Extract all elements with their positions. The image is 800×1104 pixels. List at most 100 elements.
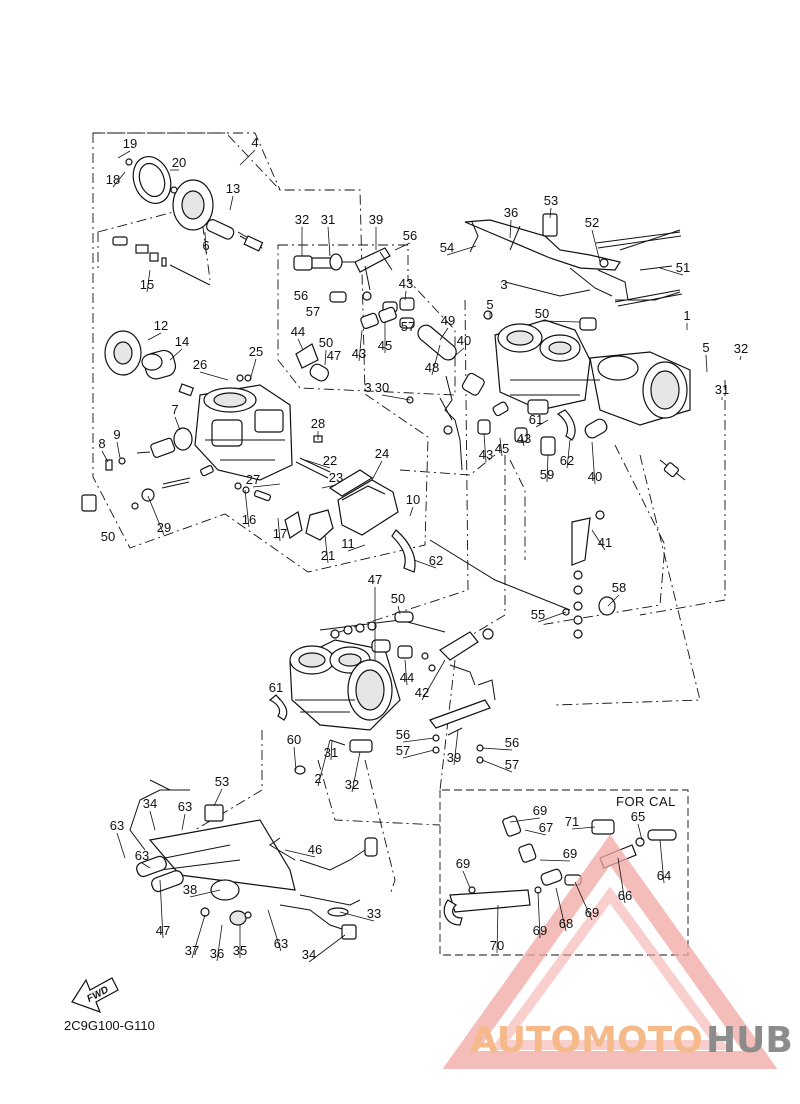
leader-c12 xyxy=(147,332,162,341)
leader-c30 xyxy=(381,394,411,401)
fittings-43-45 xyxy=(329,291,415,330)
leader-c9 xyxy=(116,441,121,459)
throttle-position-sensor-bracket xyxy=(129,779,378,940)
callout-c23: 23 xyxy=(329,470,343,485)
leader-c63c xyxy=(141,862,151,869)
leader-c38 xyxy=(189,889,221,898)
leader-c13 xyxy=(229,195,234,211)
leader-c71 xyxy=(571,826,596,830)
callout-c31c: 31 xyxy=(324,745,338,760)
callout-c33: 33 xyxy=(367,906,381,921)
callout-c29: 29 xyxy=(157,520,171,535)
connecting-leader-lines xyxy=(194,299,726,896)
leader-c62a xyxy=(413,559,437,569)
callout-c19: 19 xyxy=(123,136,137,151)
lower-linkage-42-44-50 xyxy=(319,611,496,729)
leader-c50d xyxy=(397,605,401,615)
callout-c17: 17 xyxy=(273,526,287,541)
leader-c10 xyxy=(409,506,414,517)
callout-c42: 42 xyxy=(415,685,429,700)
leader-c59 xyxy=(546,454,549,483)
leader-c57c xyxy=(402,749,435,759)
callout-c26: 26 xyxy=(193,357,207,372)
leader-c47c xyxy=(159,879,164,939)
callout-c57d: 57 xyxy=(505,757,519,772)
leader-c23 xyxy=(321,484,337,489)
leader-c65 xyxy=(637,823,643,841)
callout-c51: 51 xyxy=(676,260,690,275)
leader-c44a xyxy=(297,338,304,351)
callout-c66: 66 xyxy=(618,888,632,903)
callout-c56c: 56 xyxy=(396,727,410,742)
callout-c31b: 31 xyxy=(715,382,729,397)
callout-c62a: 62 xyxy=(429,553,443,568)
piston-valve-group xyxy=(104,330,195,397)
callout-c39b: 39 xyxy=(447,750,461,765)
carburetor-body-rear xyxy=(194,374,293,481)
callout-c34b: 34 xyxy=(302,947,316,962)
leader-c54 xyxy=(446,245,477,256)
upper-right-carb-assembly xyxy=(494,319,691,426)
callout-c5b: 5 xyxy=(702,340,709,355)
callout-c25: 25 xyxy=(249,344,263,359)
link-lever-39 xyxy=(354,247,393,301)
leader-c56c xyxy=(402,737,435,743)
hoses-47-48-44 xyxy=(295,324,485,396)
callout-c32b: 32 xyxy=(734,341,748,356)
callout-c44b: 44 xyxy=(400,670,414,685)
callout-c43b: 43 xyxy=(352,346,366,361)
leader-c43b xyxy=(358,329,363,362)
callout-c50c: 50 xyxy=(535,306,549,321)
callout-c47a: 47 xyxy=(327,348,341,363)
callout-c9: 9 xyxy=(113,427,120,442)
callout-c47b: 47 xyxy=(368,572,382,587)
leader-c62b xyxy=(566,439,571,469)
callout-c43a: 43 xyxy=(399,276,413,291)
callout-c15: 15 xyxy=(140,277,154,292)
leader-c69c xyxy=(462,870,471,889)
assembly-outline-float xyxy=(277,244,456,396)
callout-c61a: 61 xyxy=(529,412,543,427)
watermark-text-automoto: AUTOMOTO xyxy=(470,1020,703,1061)
leader-c70 xyxy=(496,904,499,954)
callout-c36: 36 xyxy=(504,205,518,220)
callout-c39a: 39 xyxy=(369,212,383,227)
callout-c71: 71 xyxy=(565,814,579,829)
leader-c69e xyxy=(537,891,541,939)
leader-c43a xyxy=(404,290,407,301)
leader-c29 xyxy=(147,495,165,536)
leader-c18 xyxy=(112,171,126,188)
leader-c53b xyxy=(213,788,223,807)
callout-c38: 38 xyxy=(183,882,197,897)
cal-canister-hoses xyxy=(443,815,677,926)
watermark-logo: AUTOMOTO HUB xyxy=(442,834,793,1069)
callout-c44a: 44 xyxy=(291,324,305,339)
callout-c50a: 50 xyxy=(101,529,115,544)
callout-c32c: 32 xyxy=(345,777,359,792)
callout-c68: 68 xyxy=(559,916,573,931)
leader-c40a xyxy=(455,347,465,356)
leader-c39b xyxy=(453,729,459,766)
leader-c46 xyxy=(284,849,316,858)
callout-c67: 67 xyxy=(539,820,553,835)
callout-c37: 37 xyxy=(185,943,199,958)
callout-c63d: 63 xyxy=(274,936,288,951)
callout-c1: 1 xyxy=(683,308,690,323)
diagram-code: 2C9G100-G110 xyxy=(64,1018,155,1033)
leader-c34b xyxy=(308,934,346,963)
needle-jet-parts xyxy=(112,236,211,286)
callout-c40b: 40 xyxy=(588,469,602,484)
callout-c57b: 57 xyxy=(401,319,415,334)
leader-c58 xyxy=(607,594,620,607)
leader-c11 xyxy=(347,544,366,552)
callout-c13: 13 xyxy=(226,181,240,196)
callout-c50d: 50 xyxy=(391,591,405,606)
leader-c69a xyxy=(509,817,541,823)
callout-c14: 14 xyxy=(175,334,189,349)
callout-c28: 28 xyxy=(311,416,325,431)
leader-c43d xyxy=(483,433,487,463)
leader-c61b xyxy=(275,694,281,701)
callout-c2: 2 xyxy=(314,771,321,786)
callout-c56a: 56 xyxy=(403,228,417,243)
